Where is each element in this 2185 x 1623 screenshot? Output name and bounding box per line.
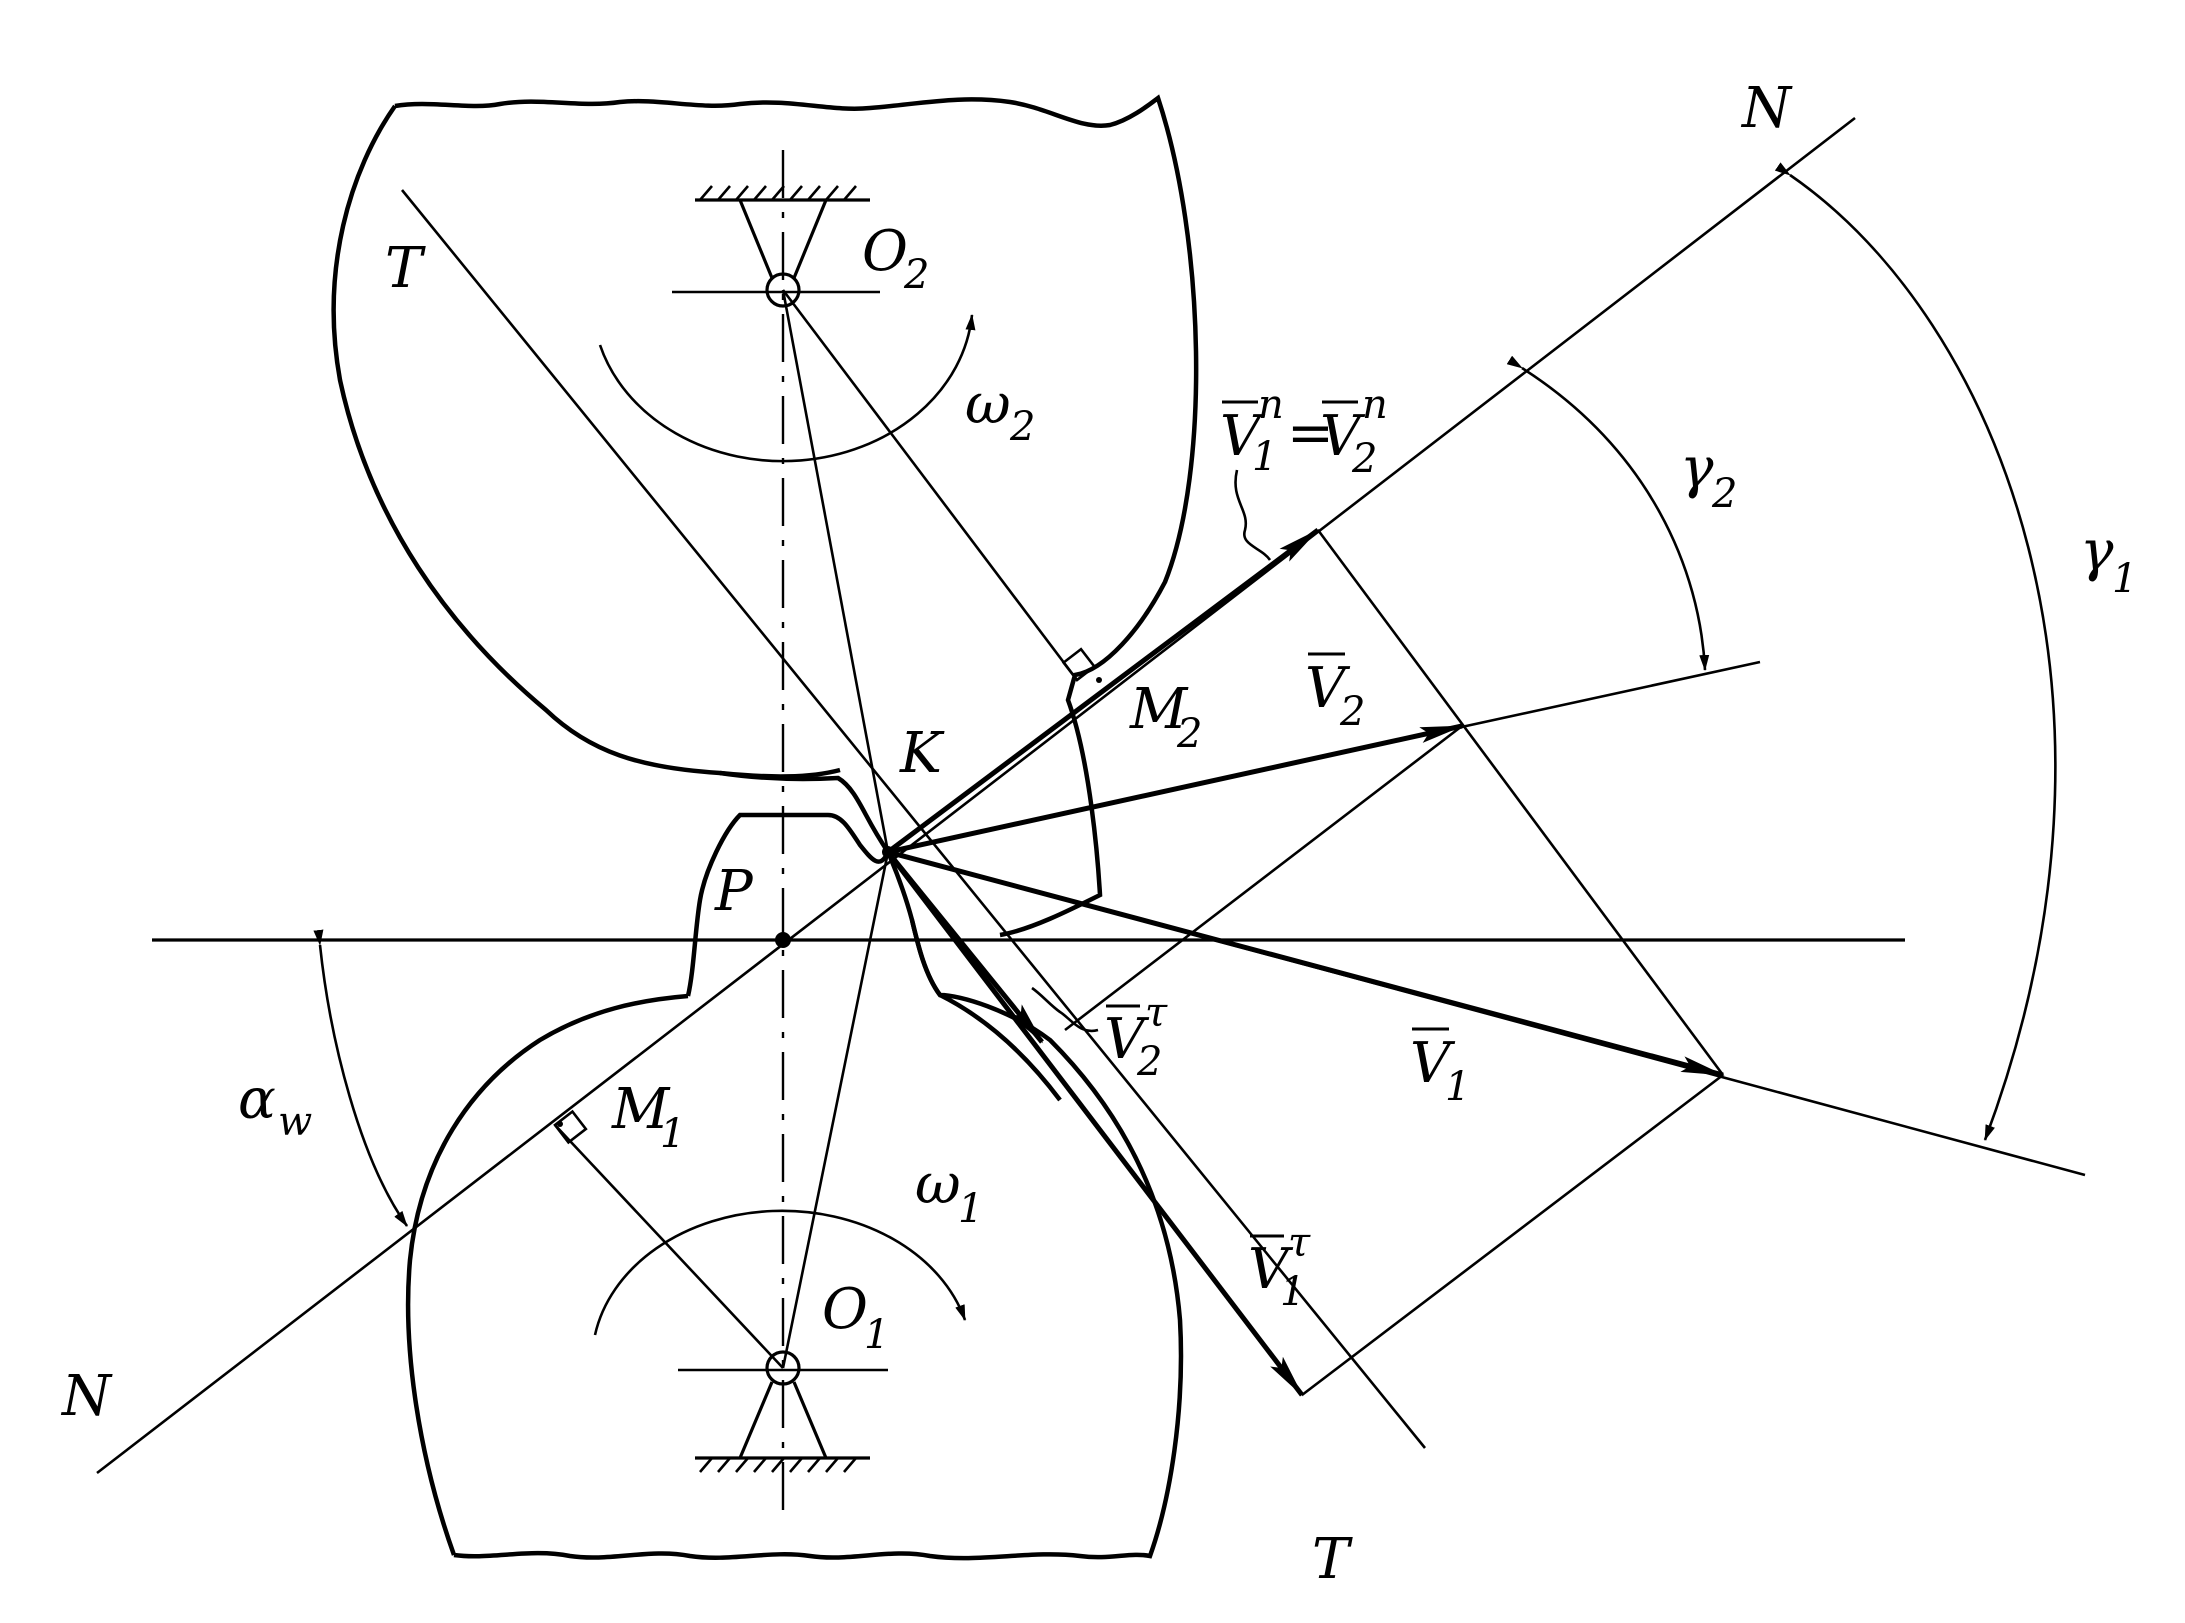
- label-V1tau: V: [1248, 1237, 1294, 1302]
- right-angle-dot-M2: [1096, 677, 1102, 683]
- gear-2-tooth-flank: [719, 770, 890, 854]
- label-O2: O: [862, 219, 908, 284]
- gear-2-outline: [331, 94, 1199, 938]
- support-O1: [678, 1350, 888, 1473]
- label-M2-sub: 2: [1176, 711, 1202, 757]
- label-O1: O: [822, 1277, 868, 1342]
- label-Vn-eq: =: [1287, 401, 1334, 466]
- gear-1-tooth-right-flank: [885, 851, 1062, 1102]
- omega1-rotation-arrow: [593, 1209, 967, 1336]
- right-angle-M2: [1061, 647, 1097, 682]
- label-O2-sub: 2: [903, 252, 929, 298]
- label-V2tau-sup: τ: [1145, 990, 1168, 1036]
- label-V1: V: [1410, 1031, 1456, 1096]
- label-omega1: ω: [915, 1152, 961, 1217]
- label-gamma2-sub: 2: [1711, 471, 1737, 517]
- label-M2: M: [1129, 677, 1189, 742]
- gamma2-arc: [1506, 355, 1710, 671]
- label-M1-sub: 1: [660, 1111, 685, 1157]
- leader-Vn: [1234, 469, 1272, 561]
- alpha-w-arc: [313, 929, 409, 1227]
- gamma1-arc: [1774, 162, 2057, 1141]
- label-N-bottom: N: [60, 1364, 113, 1429]
- radius-O2-K: [781, 289, 890, 853]
- construction-line-2: [1064, 724, 1463, 1032]
- line-O2-M2: [781, 289, 1079, 681]
- label-alpha-w-sub: w: [278, 1099, 312, 1145]
- label-gamma2: γ: [1680, 436, 1714, 501]
- label-Vn-b-sub: 2: [1351, 436, 1377, 482]
- line-O1-M1: [554, 1124, 784, 1369]
- label-gamma1-sub: 1: [2112, 556, 2137, 602]
- label-Vn-a: V: [1220, 404, 1266, 469]
- gear-1-tooth: [685, 812, 891, 997]
- leader-V2tau: [1031, 986, 1099, 1033]
- vector-V2: [887, 723, 1464, 855]
- label-V1tau-sub: 1: [1280, 1269, 1305, 1315]
- right-angle-dot-M1: [557, 1121, 563, 1127]
- label-V2: V: [1305, 656, 1351, 721]
- radius-O1-K: [781, 851, 890, 1369]
- label-V1tau-sup: τ: [1288, 1220, 1311, 1266]
- label-Vn-a-sup: n: [1258, 382, 1284, 428]
- point-P: [775, 932, 791, 948]
- support-O2: [672, 185, 880, 308]
- construction-line-3: [1301, 1073, 1724, 1397]
- label-omega1-sub: 1: [958, 1186, 983, 1232]
- vector-V1tau: [886, 850, 1304, 1397]
- label-Vn-a-sub: 1: [1252, 434, 1277, 480]
- label-alpha-w: α: [238, 1067, 276, 1132]
- right-angle-M1: [553, 1109, 588, 1145]
- label-Vn-b-sup: n: [1362, 382, 1388, 428]
- label-omega2-sub: 2: [1009, 404, 1035, 450]
- common-tangent-TT: [400, 189, 1427, 1449]
- label-P: P: [714, 859, 754, 924]
- point-K: [882, 846, 894, 858]
- label-V1-sub: 1: [1445, 1064, 1470, 1110]
- label-M1: M: [611, 1077, 671, 1142]
- label-T-bottom: T: [1312, 1527, 1353, 1592]
- label-V2tau-sub: 2: [1136, 1039, 1162, 1085]
- label-gamma1: γ: [2080, 519, 2114, 584]
- vector-V1: [887, 849, 1725, 1078]
- label-T-top: T: [385, 236, 426, 301]
- label-O1-sub: 1: [864, 1312, 889, 1358]
- label-omega2: ω: [965, 372, 1011, 437]
- label-N-top: N: [1740, 76, 1793, 141]
- line-of-action-NN: [96, 116, 1856, 1475]
- label-V2-sub: 2: [1339, 689, 1365, 735]
- label-Vn-b: V: [1320, 404, 1366, 469]
- vector-Vn: [886, 527, 1320, 855]
- omega2-rotation-arrow: [598, 314, 976, 463]
- label-K: K: [899, 721, 945, 786]
- label-V2tau: V: [1104, 1007, 1150, 1072]
- construction-line-1: [1316, 529, 1725, 1076]
